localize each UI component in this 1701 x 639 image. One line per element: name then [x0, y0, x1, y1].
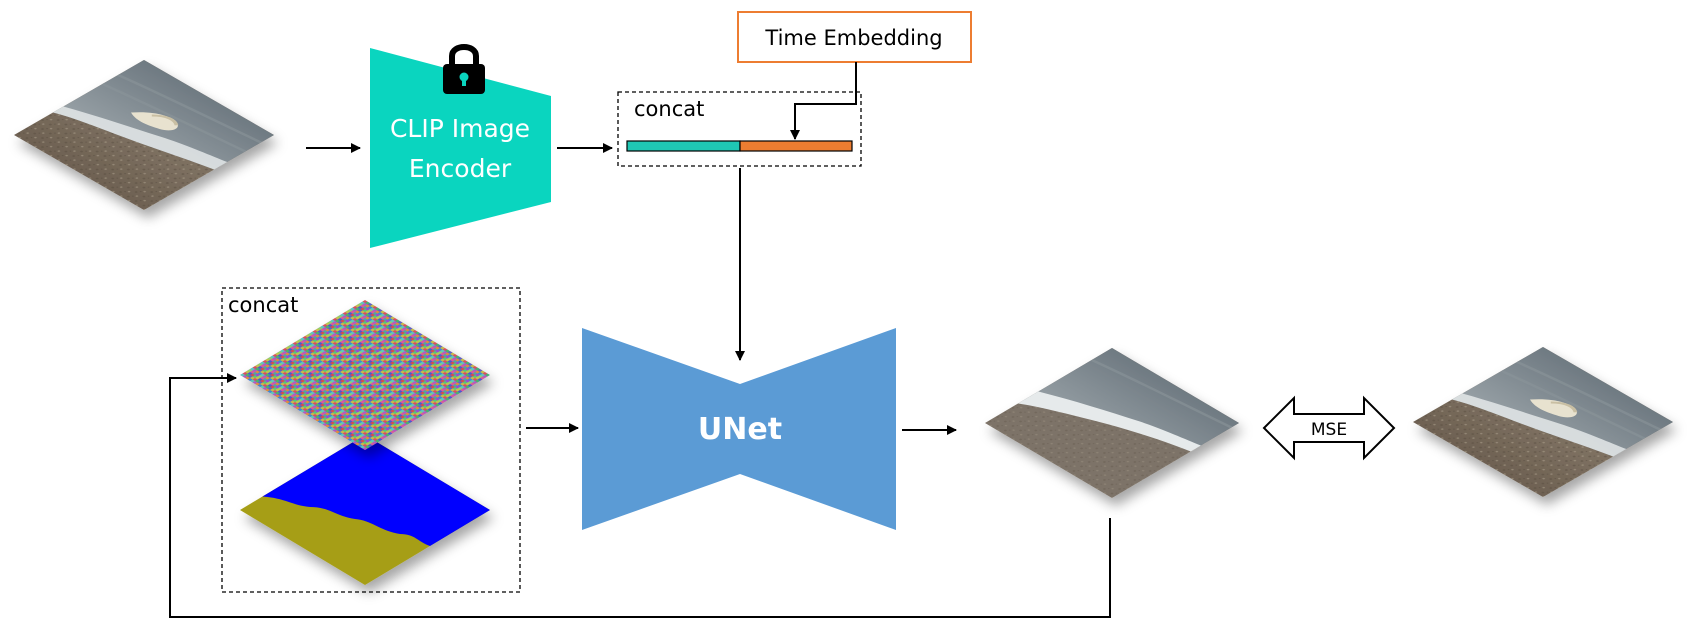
input-image — [12, 58, 276, 212]
concat-top-label: concat — [634, 97, 704, 121]
clip-image-encoder: CLIP Image Encoder — [370, 48, 551, 248]
encoder-label-line2: Encoder — [409, 154, 512, 183]
time-embedding-segment — [739, 140, 853, 152]
encoder-label-line1: CLIP Image — [390, 114, 530, 143]
lock-icon — [443, 44, 485, 94]
concat-bottom-label: concat — [228, 293, 298, 317]
unet-label: UNet — [698, 412, 782, 447]
time-embedding-box: Time Embedding — [737, 11, 972, 63]
time-embedding-label: Time Embedding — [764, 26, 942, 50]
noise-latent — [240, 300, 490, 450]
arrow-time-to-embedding — [790, 62, 857, 140]
concat-top-box: concat — [617, 91, 862, 167]
clip-embedding-segment — [626, 140, 741, 152]
mse-comparison: MSE — [1262, 395, 1396, 461]
mse-label: MSE — [1311, 420, 1347, 440]
generated-image — [983, 346, 1241, 500]
concat-bottom-box: concat — [221, 287, 521, 593]
segmentation-mask — [240, 435, 490, 585]
arrow-feedback-loop — [169, 373, 1111, 618]
unet-block: UNet — [582, 328, 896, 530]
target-image — [1411, 345, 1675, 499]
